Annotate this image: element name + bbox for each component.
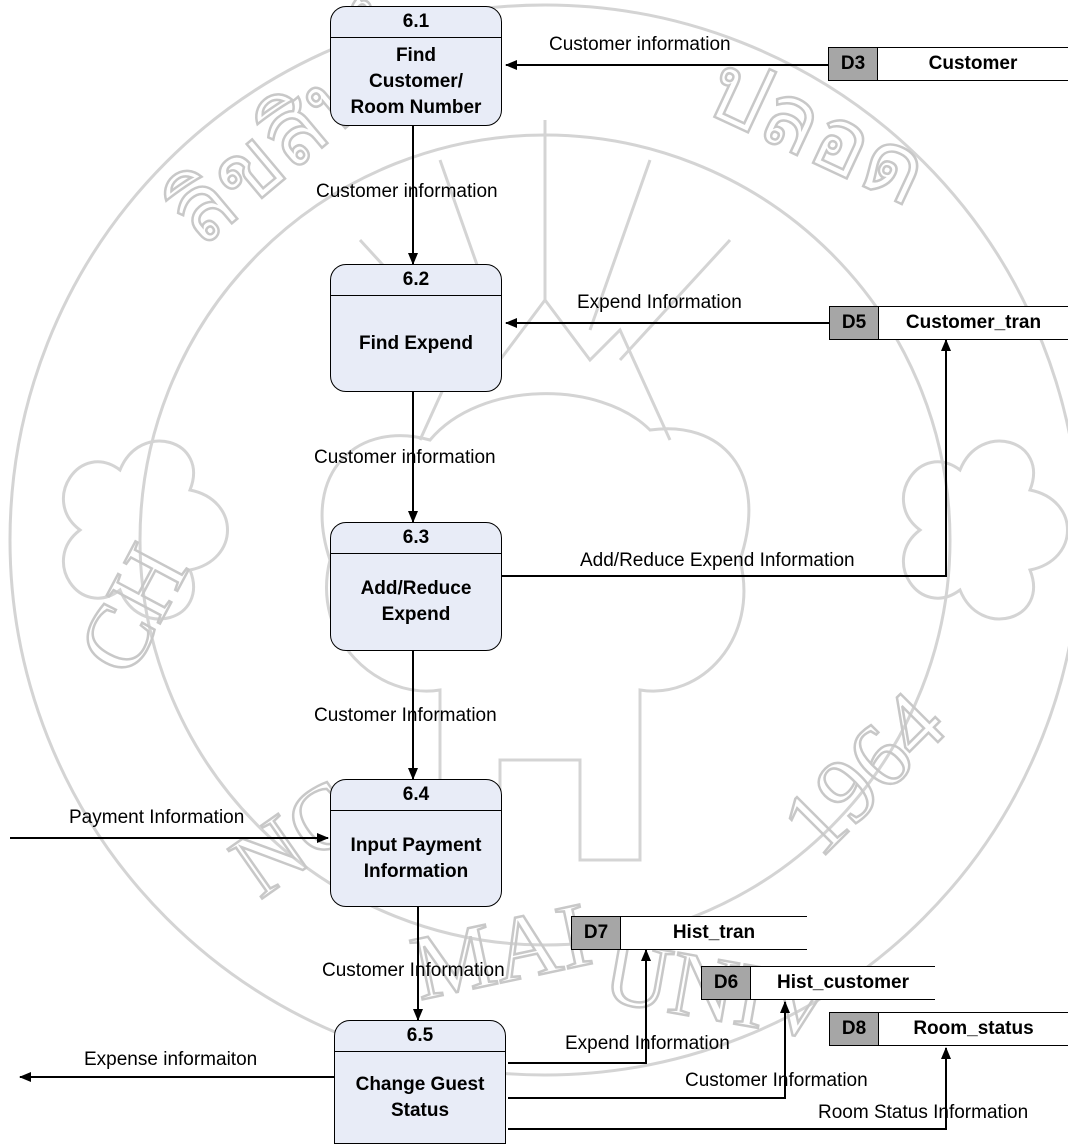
flow-label: Customer Information (322, 960, 505, 981)
flow-line-6-5-to-d6 (508, 1001, 790, 1099)
flow-label: Expend Information (577, 292, 742, 313)
process-label: Change Guest Status (355, 1073, 485, 1121)
process-label: Add/Reduce Expend (360, 578, 472, 625)
process-label: Input Payment Information (350, 834, 482, 882)
process-id: 6.4 (331, 780, 501, 811)
data-store-d6[interactable]: D6 Hist_customer (701, 966, 935, 1000)
store-name: Customer (878, 48, 1068, 80)
process-6-3[interactable]: 6.3 Add/Reduce Expend (330, 522, 502, 651)
store-id: D3 (828, 48, 878, 80)
data-store-d8[interactable]: D8 Room_status (829, 1012, 1068, 1046)
store-id: D8 (829, 1013, 879, 1045)
store-id: D6 (701, 967, 751, 999)
flow-label: Customer Information (314, 705, 497, 726)
process-id: 6.5 (335, 1021, 505, 1052)
flow-label: Expend Information (565, 1033, 730, 1054)
store-name: Hist_tran (621, 917, 807, 949)
process-id: 6.1 (331, 7, 501, 38)
store-name: Customer_tran (879, 307, 1068, 339)
process-6-2[interactable]: 6.2 Find Expend (330, 264, 502, 392)
process-label: Find Expend (359, 332, 473, 354)
process-6-4[interactable]: 6.4 Input Payment Information (330, 779, 502, 907)
process-6-1[interactable]: 6.1 Find Customer/ Room Number (330, 6, 502, 126)
data-store-d3[interactable]: D3 Customer (828, 47, 1068, 81)
flow-line-6-5-to-d8 (508, 1047, 951, 1130)
flow-label: Payment Information (69, 807, 245, 828)
flow-label: Room Status Information (818, 1102, 1029, 1123)
data-store-d5[interactable]: D5 Customer_tran (829, 306, 1068, 340)
process-6-5[interactable]: 6.5 Change Guest Status (334, 1020, 506, 1144)
flow-label: Customer Information (685, 1070, 868, 1091)
store-name: Hist_customer (751, 967, 935, 999)
data-store-d7[interactable]: D7 Hist_tran (571, 916, 807, 950)
process-label: Find Customer/ Room Number (350, 44, 482, 118)
store-id: D5 (829, 307, 879, 339)
store-name: Room_status (879, 1013, 1068, 1045)
store-id: D7 (571, 917, 621, 949)
flow-line-6-3-to-d5 (502, 339, 951, 577)
flow-label: Expense informaiton (84, 1049, 258, 1070)
flow-label: Add/Reduce Expend Information (580, 550, 855, 571)
flow-label: Customer information (316, 181, 498, 202)
flow-line-6-5-to-d7 (508, 949, 651, 1064)
process-id: 6.3 (331, 523, 501, 554)
flow-label: Customer information (549, 34, 731, 55)
flow-label: Customer information (314, 447, 496, 468)
process-id: 6.2 (331, 265, 501, 296)
